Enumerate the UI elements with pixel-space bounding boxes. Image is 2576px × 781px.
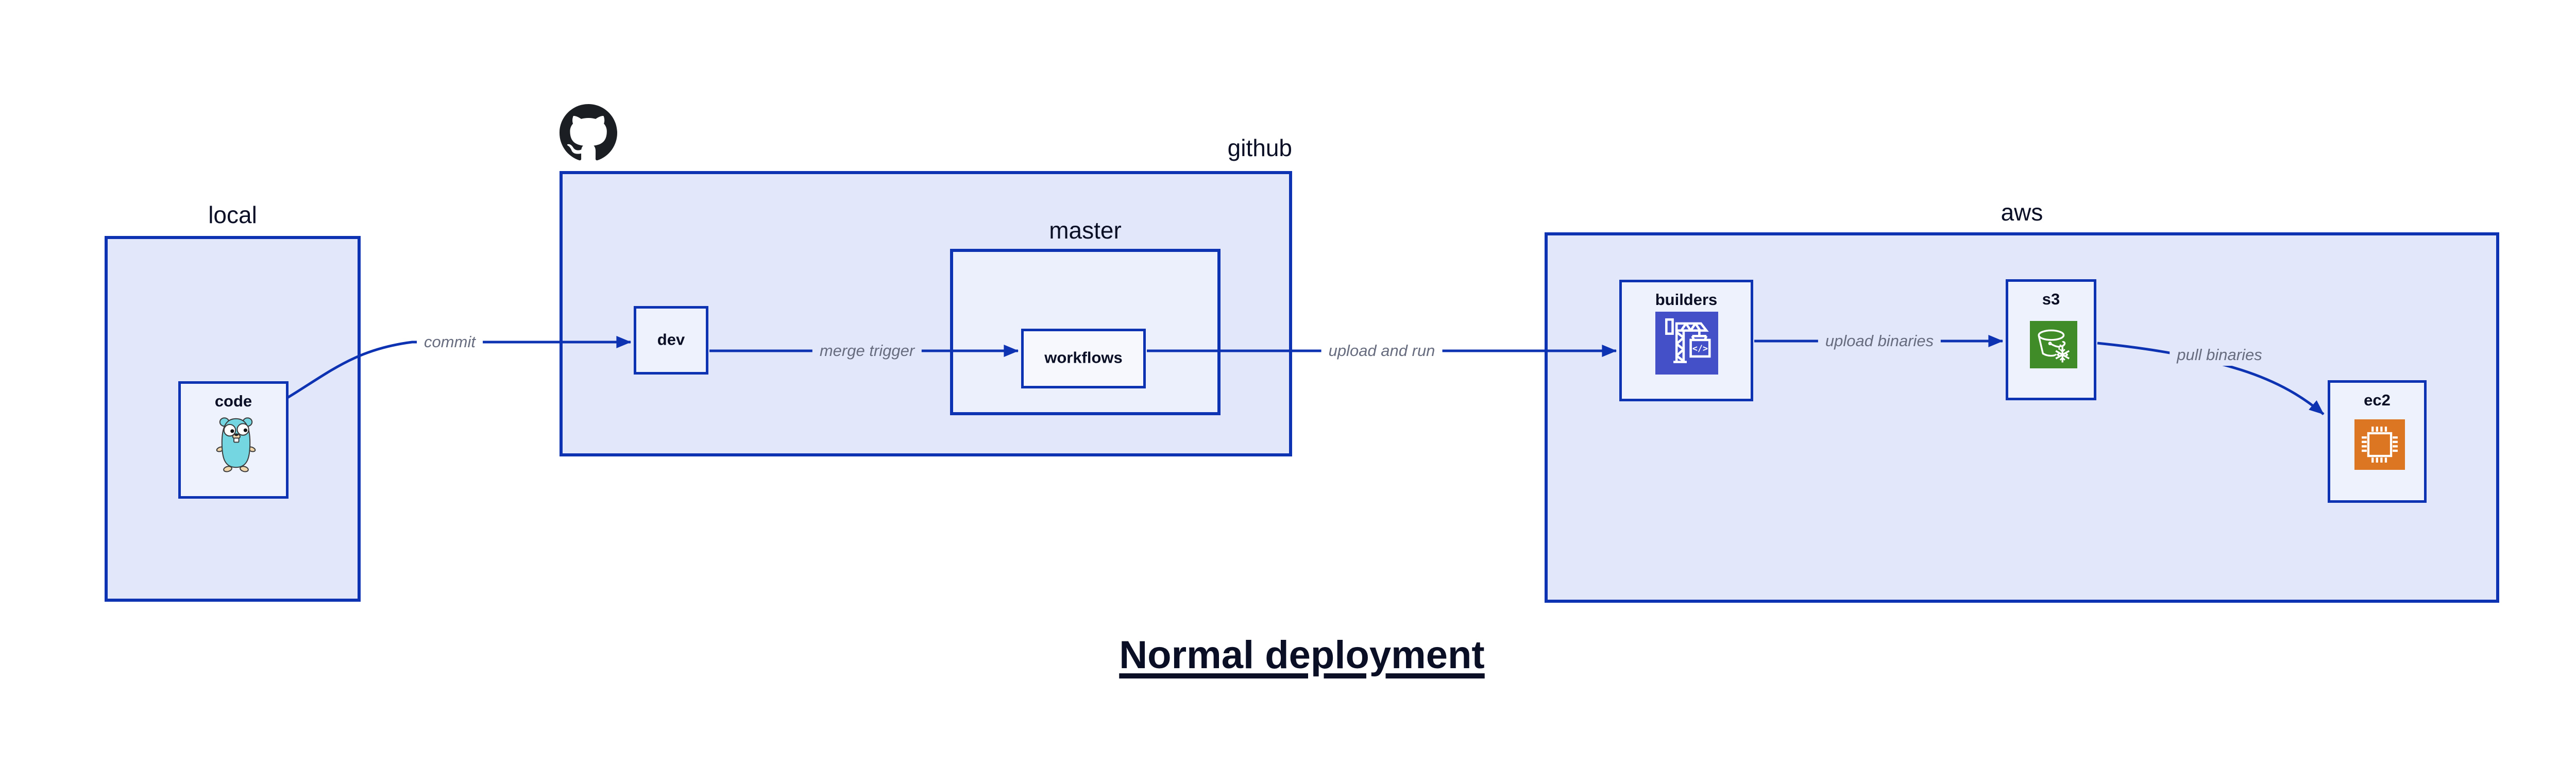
node-code-label: code <box>214 392 252 410</box>
svg-text:</>: </> <box>1692 343 1708 353</box>
node-workflows: workflows <box>1021 329 1146 388</box>
node-ec2: ec2 <box>2328 380 2427 503</box>
edge-label-pull-binaries: pull binaries <box>2170 344 2269 366</box>
node-workflows-label: workflows <box>1044 348 1123 367</box>
edge-label-merge-trigger: merge trigger <box>812 340 922 362</box>
node-ec2-label: ec2 <box>2364 391 2391 409</box>
node-code: code <box>178 381 289 499</box>
container-aws-label: aws <box>2001 199 2043 226</box>
container-local-label: local <box>208 201 257 228</box>
node-dev-label: dev <box>657 330 685 349</box>
edge-label-upload-binaries: upload binaries <box>1818 330 1941 352</box>
container-master-label: master <box>1049 217 1122 244</box>
node-s3-label: s3 <box>2042 290 2060 308</box>
codebuild-crane-icon: </> <box>1655 312 1718 375</box>
node-builders-label: builders <box>1655 291 1718 309</box>
ec2-chip-icon <box>2354 419 2405 470</box>
node-builders: builders </> <box>1619 280 1753 401</box>
diagram-title: Normal deployment <box>1119 633 1485 677</box>
edge-label-commit: commit <box>417 331 483 353</box>
go-gopher-icon <box>216 417 256 472</box>
node-dev: dev <box>634 306 708 375</box>
node-s3: s3 <box>2006 279 2096 400</box>
container-github-label: github <box>1227 134 1292 161</box>
edge-label-upload-and-run: upload and run <box>1321 340 1443 362</box>
s3-glacier-bucket-icon <box>2030 321 2077 368</box>
github-octocat-icon <box>560 104 617 161</box>
